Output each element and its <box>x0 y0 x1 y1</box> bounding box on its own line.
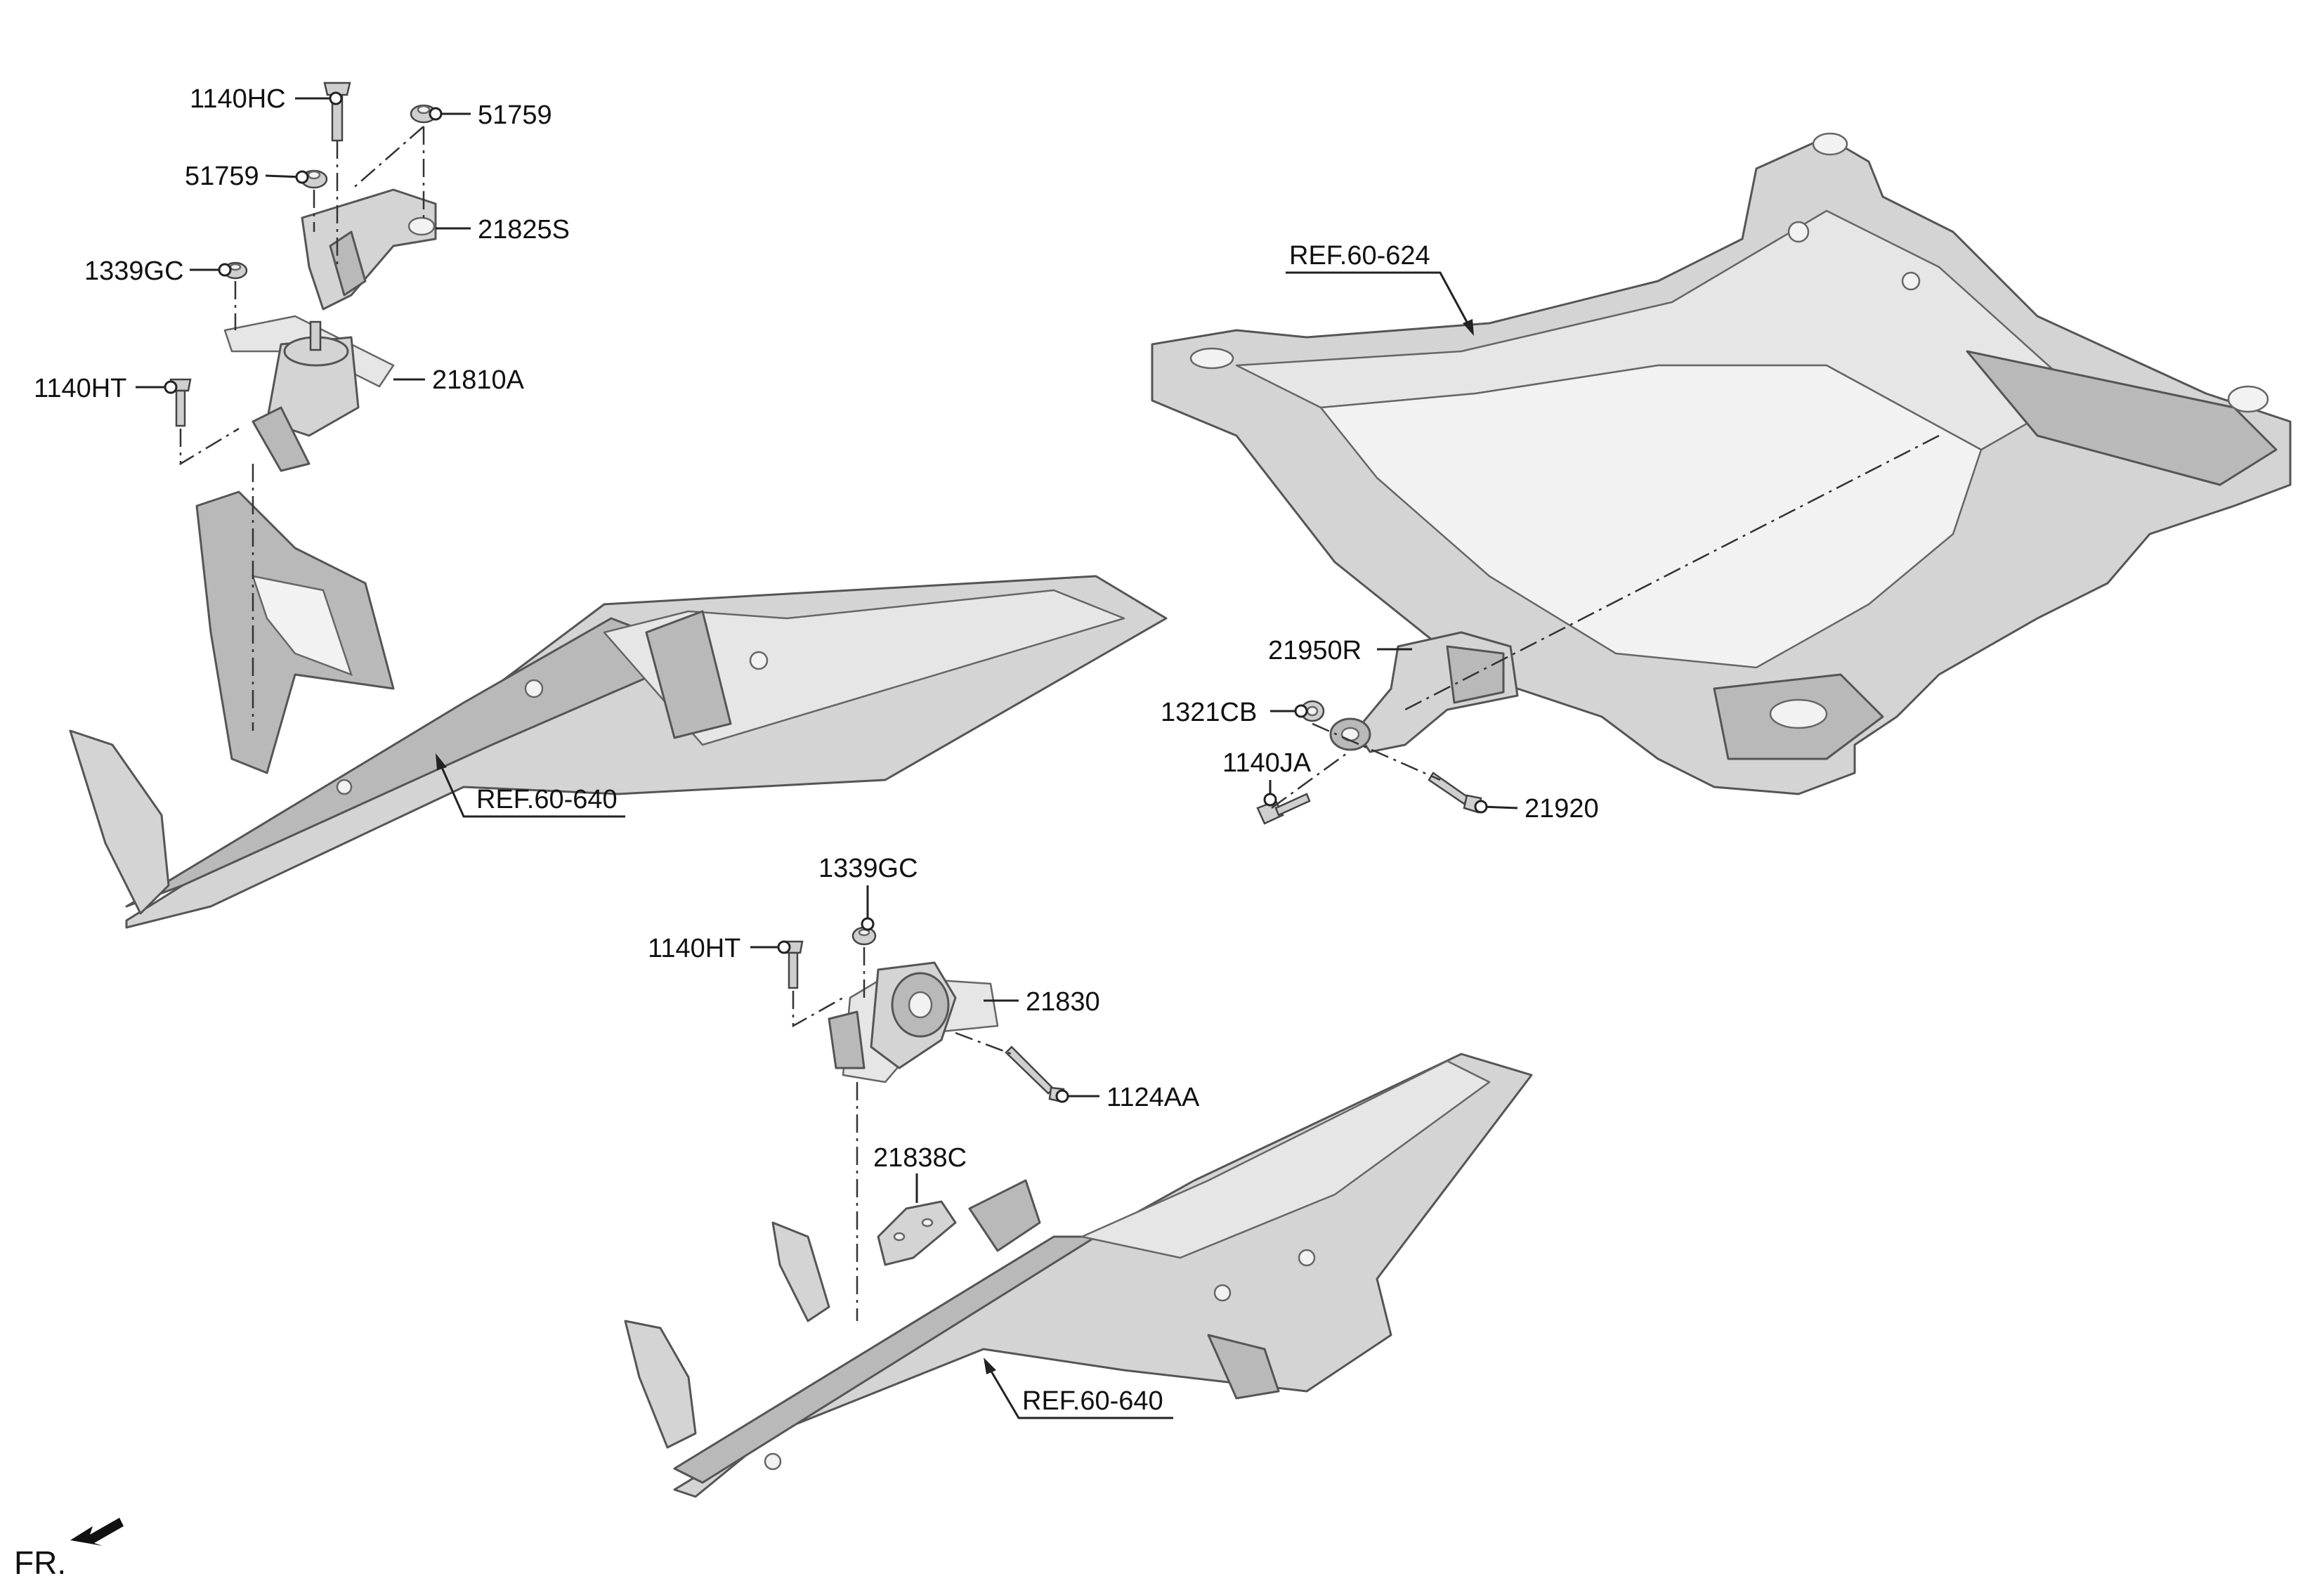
label-1140HT-a: 1140HT <box>34 374 126 403</box>
label-21825S: 21825S <box>478 215 570 245</box>
part-labels: 1140HC 51759 51759 21825S 1339GC 1140HT … <box>34 84 1599 1416</box>
side-member-right <box>624 1053 1533 1498</box>
label-1321CB: 1321CB <box>1161 698 1257 727</box>
label-21920: 21920 <box>1525 794 1599 824</box>
nut-1339GC-b <box>851 926 877 946</box>
label-ref-60-640-b: REF.60-640 <box>1022 1386 1163 1416</box>
label-ref-60-624: REF.60-624 <box>1289 241 1430 271</box>
label-1339GC-b: 1339GC <box>818 854 918 883</box>
side-member-left <box>69 490 1168 929</box>
label-1140HC: 1140HC <box>190 84 286 114</box>
bracket-21838C <box>877 1200 957 1266</box>
label-fr: FR. <box>14 1544 66 1581</box>
bolt-1140JA <box>1256 793 1311 825</box>
nut-51759-a <box>410 104 438 124</box>
assembly-lines <box>179 126 1940 1321</box>
front-arrow-icon <box>70 1518 124 1546</box>
front-indicator: FR. <box>14 1518 124 1581</box>
bolt-1140HT-a <box>169 378 192 427</box>
label-51759-b: 51759 <box>185 162 259 191</box>
nut-1321CB <box>1300 700 1325 722</box>
label-ref-60-640-a: REF.60-640 <box>476 785 618 814</box>
label-1140JA: 1140JA <box>1222 748 1312 778</box>
mount-bracket-21825S <box>301 188 437 311</box>
subframe <box>1151 132 2292 795</box>
label-21950R: 21950R <box>1268 636 1362 665</box>
label-51759-a: 51759 <box>478 100 552 130</box>
label-1140HT-b: 1140HT <box>648 934 740 963</box>
leader-lines <box>136 91 1518 1419</box>
label-21810A: 21810A <box>432 365 525 395</box>
label-1124AA: 1124AA <box>1106 1083 1200 1112</box>
bolt-1140HC <box>323 82 351 142</box>
label-1339GC-a: 1339GC <box>84 256 184 286</box>
label-21830: 21830 <box>1026 987 1100 1017</box>
bolt-1124AA <box>1005 1046 1065 1103</box>
transmission-mount-21830 <box>828 961 999 1083</box>
engine-mount-21810A <box>223 315 395 472</box>
label-21838C: 21838C <box>873 1143 967 1173</box>
